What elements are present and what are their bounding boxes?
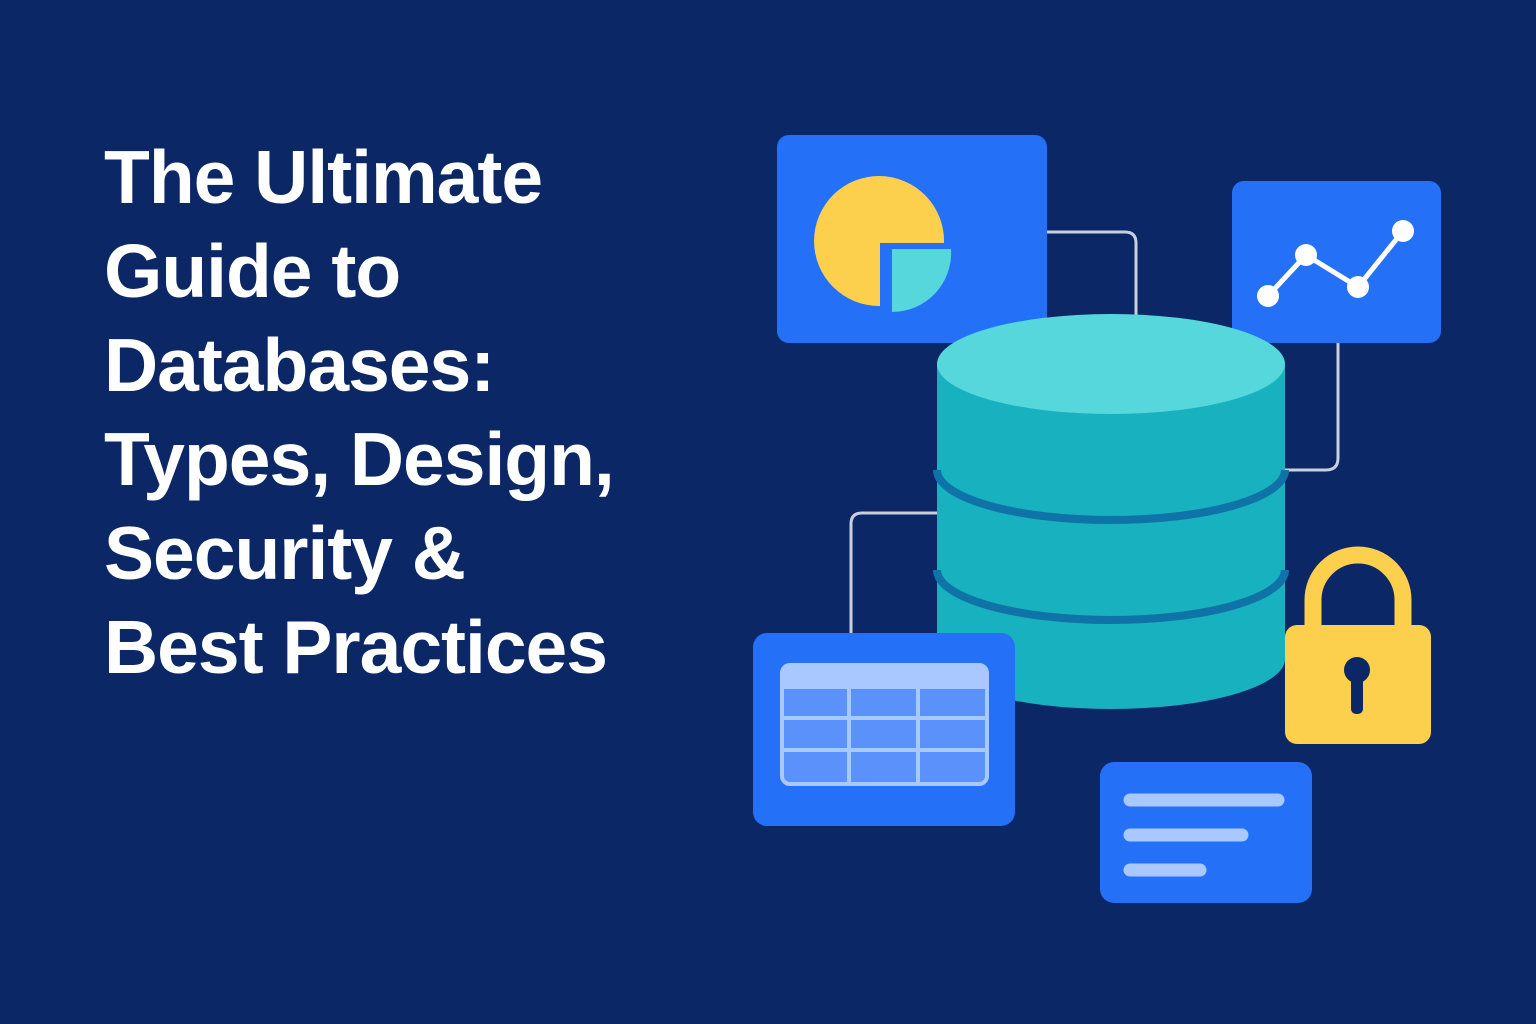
title-line-5: Security & [104, 511, 466, 595]
pie-chart-card [777, 135, 1047, 343]
table-grid-icon [780, 663, 989, 786]
padlock-icon [1285, 546, 1431, 744]
document-lines-icon [1123, 793, 1285, 877]
document-card [1100, 762, 1312, 903]
page-title: The Ultimate Guide to Databases: Types, … [104, 130, 724, 694]
title-line-2: Guide to [104, 229, 401, 313]
line-chart-card [1232, 181, 1441, 343]
line-chart-icon [1257, 220, 1414, 307]
connector-lines [849, 230, 1340, 634]
title-line-3: Databases: [104, 323, 495, 407]
database-icon [933, 314, 1289, 709]
table-card [753, 633, 1015, 826]
title-line-1: The Ultimate [104, 135, 543, 219]
title-line-6: Best Practices [104, 605, 608, 689]
pie-chart-icon [814, 176, 952, 313]
title-line-4: Types, Design, [104, 417, 615, 501]
